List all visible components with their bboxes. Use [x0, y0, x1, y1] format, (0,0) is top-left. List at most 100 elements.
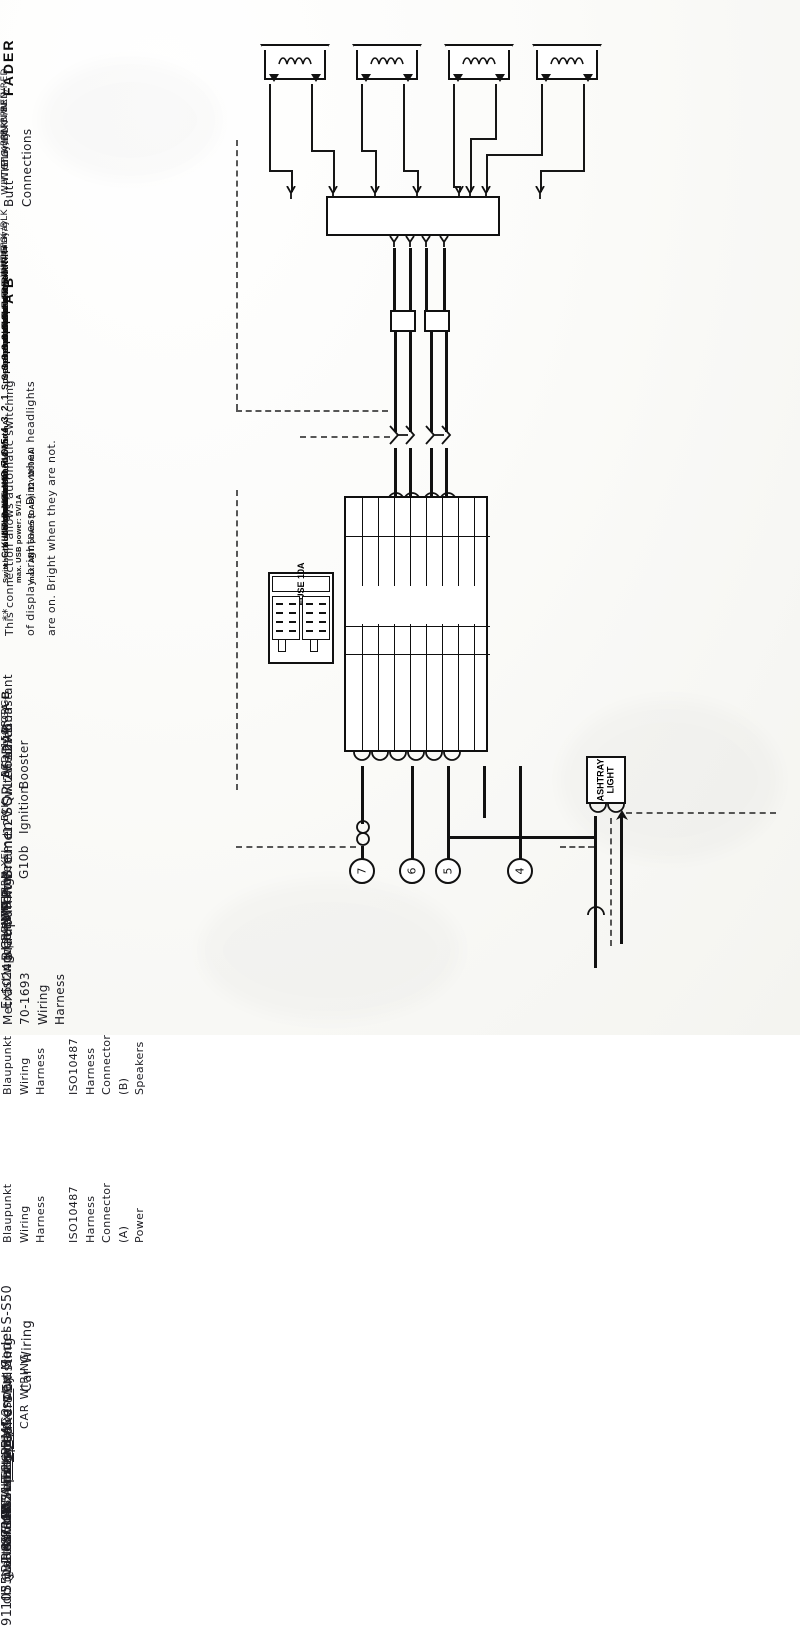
table-divider — [346, 536, 490, 537]
inline-fuse-icon — [356, 820, 370, 846]
divider-existing-bottom-far — [626, 812, 776, 814]
table-number-column — [344, 624, 488, 652]
butt-connector — [390, 310, 416, 332]
fuse-label-box: FUSE 10A — [272, 562, 330, 606]
speaker-lead — [540, 170, 583, 172]
butt-connector — [424, 310, 450, 332]
speaker-lead — [486, 154, 541, 156]
connector-pin-block-a — [302, 596, 330, 640]
speaker-lead — [583, 84, 585, 172]
speaker-lead — [361, 84, 363, 152]
speaker-right-front — [444, 44, 514, 82]
antenna-lead — [411, 818, 414, 860]
fader-wire — [393, 248, 396, 310]
divider-existing-vs-harness-upper — [236, 140, 238, 410]
ashtray-light-label: ASHTRAY LIGHT — [595, 758, 616, 802]
speaker-terminal — [541, 74, 551, 82]
speaker-terminal — [361, 74, 371, 82]
fuse-lead — [361, 806, 364, 824]
fader-wire — [443, 248, 446, 310]
speaker-lead — [495, 84, 497, 140]
org-to-wht-jog — [579, 836, 595, 839]
speaker-lead — [403, 170, 417, 172]
power-drop — [361, 766, 364, 808]
fader-box — [326, 196, 500, 236]
mid-wire — [430, 332, 433, 432]
divider-butt-zone — [300, 436, 390, 438]
mid-wire-lower — [430, 448, 433, 496]
speaker-coil-icon — [462, 57, 496, 65]
speaker-lead — [486, 154, 488, 192]
connector-tab — [278, 640, 286, 652]
speaker-coil-icon — [278, 57, 312, 65]
speaker-coil-icon — [370, 57, 404, 65]
speaker-lead — [333, 150, 335, 192]
speaker-lead — [403, 84, 405, 172]
connector-tab — [310, 640, 318, 652]
speaker-lead — [459, 186, 461, 192]
speaker-lead — [470, 138, 472, 192]
wht-wire-lower — [594, 912, 597, 968]
table-divider — [346, 626, 490, 627]
ashtray-light-box: ASHTRAY LIGHT — [586, 756, 626, 804]
ashtray-terminals — [589, 804, 625, 813]
paper-blotch — [40, 60, 220, 180]
speaker-lead — [470, 138, 495, 140]
speaker-right-rear — [532, 44, 602, 82]
fader-wire — [409, 248, 412, 310]
pin-circle-4: 4 — [507, 858, 533, 884]
table-b-column — [344, 496, 488, 586]
mid-wire — [394, 332, 397, 432]
pin-circle-6: 6 — [399, 858, 425, 884]
paper-blotch — [200, 880, 460, 1020]
speaker-lead — [541, 84, 543, 156]
speaker-lead — [361, 150, 375, 152]
speaker-terminal — [453, 74, 463, 82]
fader-wire — [425, 248, 428, 310]
speaker-terminal — [269, 74, 279, 82]
butt-crimp-icon — [389, 425, 452, 445]
speaker-terminal — [403, 74, 413, 82]
connector-pin-block-b — [272, 596, 300, 640]
iso-pinout-table — [344, 496, 490, 752]
mid-wire — [445, 332, 448, 432]
speaker-left-front — [260, 44, 330, 82]
power-drop — [411, 766, 414, 818]
mid-wire-lower — [445, 448, 448, 496]
speaker-lead — [540, 170, 542, 192]
speaker-terminal — [311, 74, 321, 82]
speaker-lead — [311, 84, 313, 152]
fader-output-terminals — [389, 236, 449, 247]
power-drop — [519, 766, 522, 834]
speaker-coil-icon — [550, 57, 584, 65]
ashtray-wht-wire — [594, 816, 597, 912]
table-divider — [346, 654, 490, 655]
speaker-lead — [269, 84, 271, 172]
divider-existing-bottom — [236, 846, 356, 848]
wht-splice — [587, 906, 605, 916]
mid-wire-lower — [409, 448, 412, 496]
speaker-specs-rear-sensitivity: 91 db @ 2.80volts — [0, 1500, 15, 1626]
speaker-terminal — [495, 74, 505, 82]
speaker-lead — [291, 170, 293, 192]
speaker-lead — [417, 170, 419, 192]
connector-a-terminals — [353, 752, 461, 761]
pin-circle-7: 7 — [349, 858, 375, 884]
speaker-lead — [311, 150, 333, 152]
org-bus-wire — [447, 836, 579, 839]
pin-circle-5: 5 — [435, 858, 461, 884]
speaker-lead — [375, 150, 377, 192]
fuse-lead — [361, 846, 364, 862]
divider-connector-a-zone — [236, 490, 238, 790]
power-drop — [483, 766, 486, 818]
divider-harness-upper — [236, 410, 388, 412]
divider-ashtray-ground — [610, 818, 612, 946]
power-drop — [447, 766, 450, 818]
table-a-column — [344, 652, 488, 752]
ground-lead — [519, 832, 522, 860]
mid-wire — [409, 332, 412, 432]
ashtray-ground-wire — [620, 816, 623, 944]
mid-wire-lower — [394, 448, 397, 496]
speaker-left-rear — [352, 44, 422, 82]
